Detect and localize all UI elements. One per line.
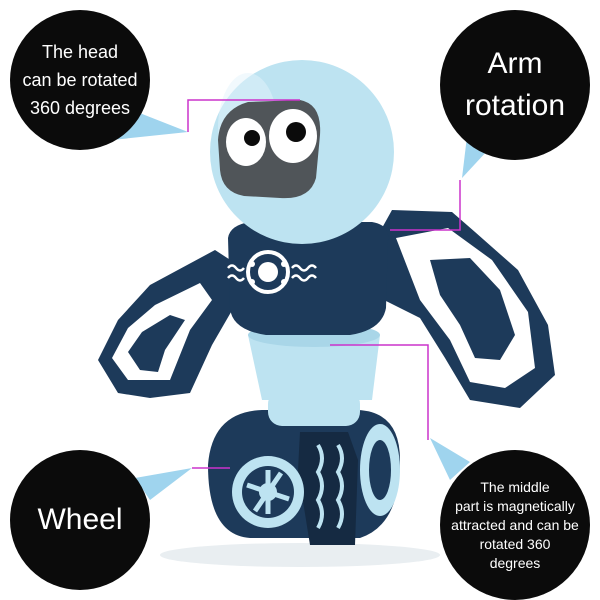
left-arm: [98, 250, 238, 398]
torso: [227, 222, 389, 335]
callout-leaders: [187, 99, 461, 469]
callout-wheel-text: Wheel: [37, 503, 123, 536]
robot-head: [210, 60, 394, 244]
leader-arm: [390, 180, 461, 231]
callout-middle-bubble: The middle part is magnetically attracte…: [440, 450, 590, 600]
bubble-tail-wheel: [135, 468, 192, 500]
right-arm: [382, 210, 555, 408]
torso-emblem: [227, 250, 317, 294]
callout-head-bubble: The head can be rotated 360 degrees: [10, 10, 150, 150]
callout-head-text: The head can be rotated 360 degrees: [22, 42, 138, 118]
callout-middle-text: The middle part is magnetically attracte…: [451, 478, 579, 571]
leader-head: [187, 99, 300, 132]
wheel-hub: [232, 456, 304, 528]
robot-eyes: [226, 109, 317, 166]
leader-middle: [330, 344, 429, 440]
callout-wheel-bubble: Wheel: [10, 450, 150, 590]
bubble-tail-middle: [430, 438, 470, 480]
floor-shadow: [160, 543, 440, 567]
callout-arm-bubble: Arm rotation: [440, 10, 590, 160]
callout-arm-text: Arm rotation: [464, 47, 566, 122]
wheel-base: [208, 410, 400, 545]
